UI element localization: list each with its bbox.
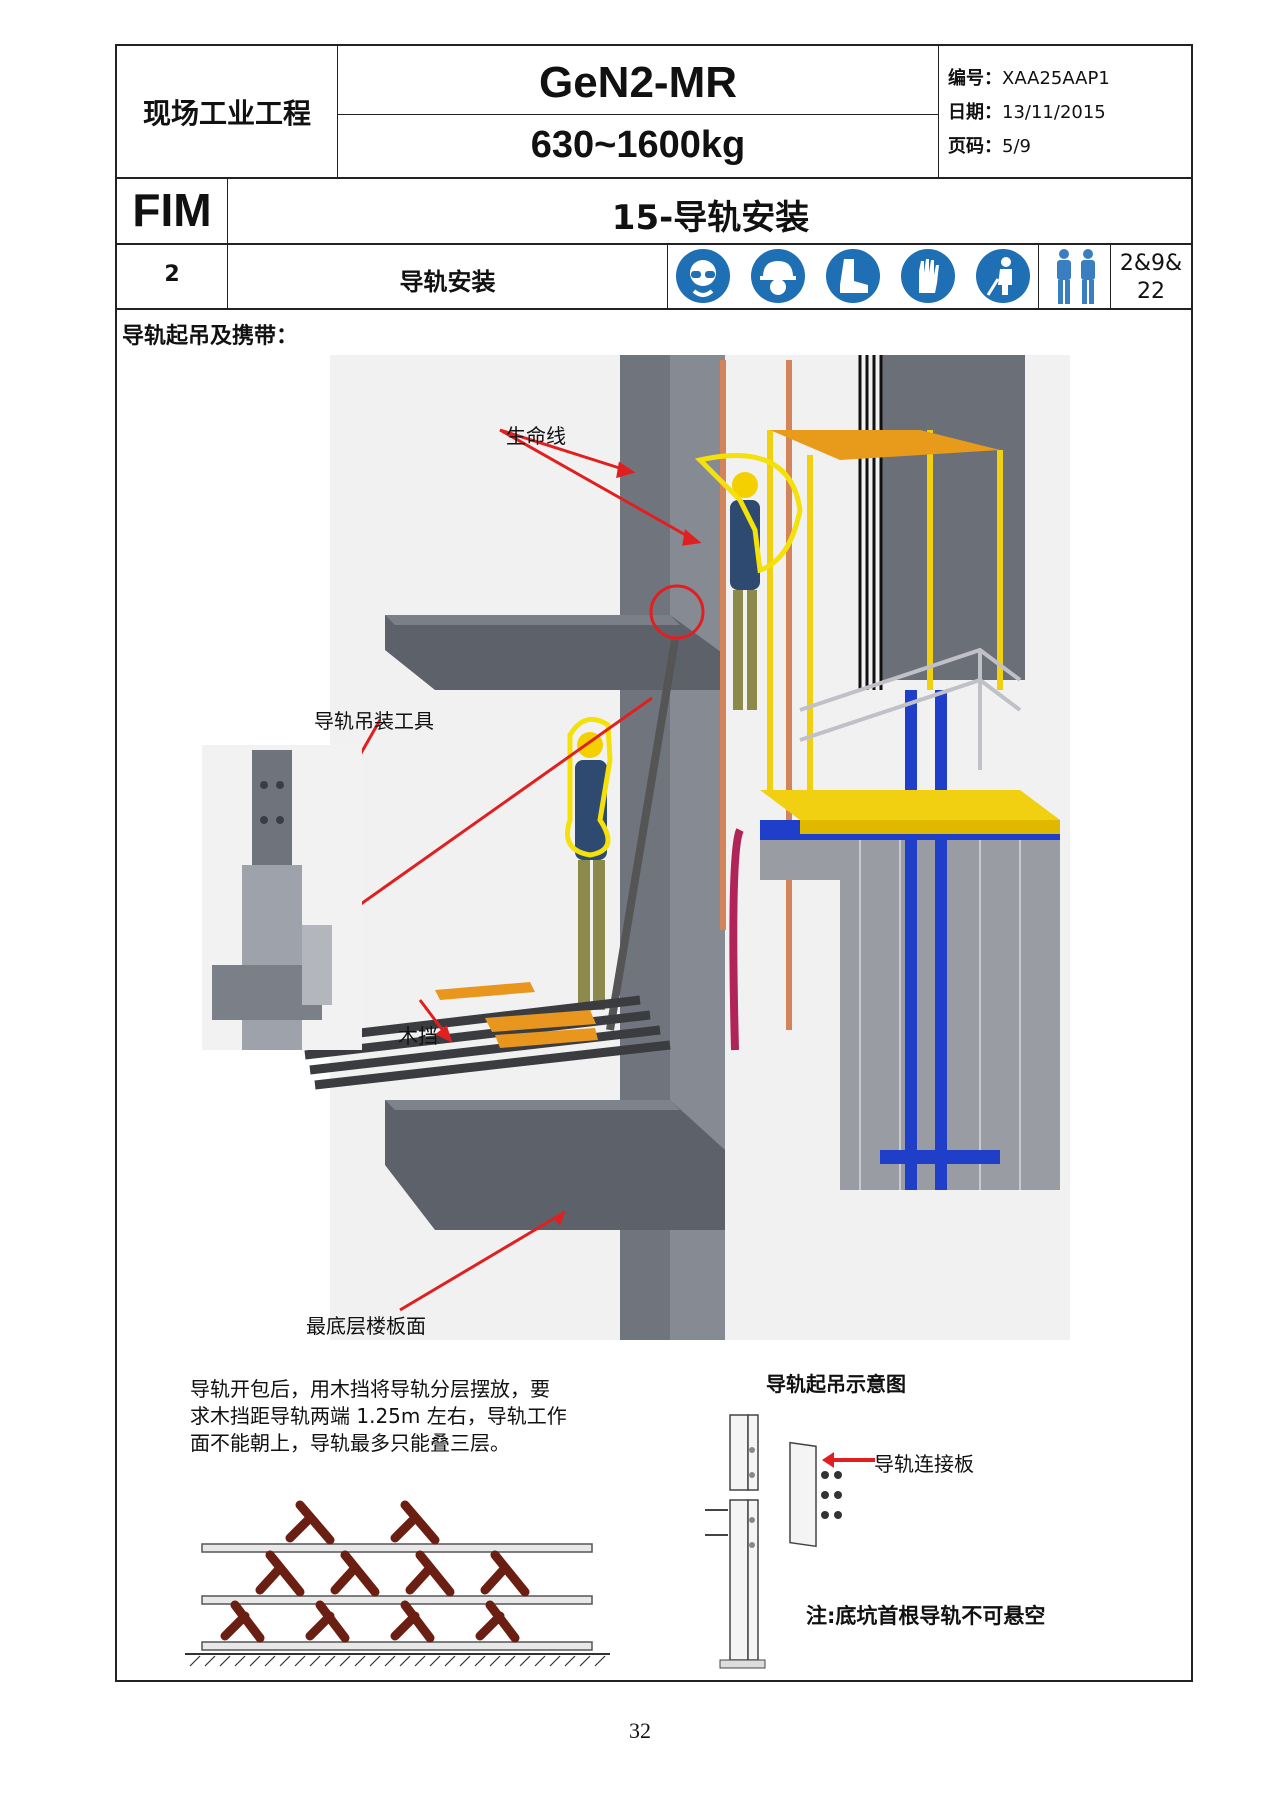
instruction-note: 导轨开包后，用木挡将导轨分层摆放，要 求木挡距导轨两端 1.25m 左右，导轨工… [190, 1376, 630, 1457]
shaft-illustration [277, 355, 1070, 1340]
date-value: 13/11/2015 [1002, 102, 1106, 123]
page-row: 页码：5/9 [948, 132, 1031, 158]
wood-block-3 [495, 1028, 598, 1048]
people-icon [1046, 246, 1106, 306]
gloves-icon [901, 249, 955, 303]
product-title: GeN2-MR [538, 58, 738, 107]
goggles-icon [676, 249, 730, 303]
page-number: 32 [629, 1718, 651, 1743]
doc-number: XAA25AAP1 [1002, 68, 1110, 89]
callout-lifting-tool: 导轨吊装工具 [314, 709, 434, 733]
connector-plate-label: 导轨连接板 [874, 1452, 974, 1476]
section-title: 15-导轨安装 [611, 198, 810, 238]
rail-joint-diagram [705, 1414, 875, 1669]
doc-number-row: 编号：XAA25AAP1 [948, 64, 1110, 90]
date-label: 日期： [948, 102, 1002, 123]
people-ref: 2&9& 22 [1111, 250, 1191, 306]
instruction-line-1: 导轨开包后，用木挡将导轨分层摆放，要 [190, 1377, 550, 1401]
callout-lifeline: 生命线 [506, 424, 566, 448]
pit-note: 注:底坑首根导轨不可悬空 [806, 1604, 1046, 1628]
people-ref-line-1: 2&9& [1119, 251, 1183, 276]
lifting-tool-detail [202, 745, 362, 1050]
section-code: FIM [132, 184, 212, 236]
step-title: 导轨安装 [399, 268, 496, 296]
callout-wood-block: 木挡 [398, 1024, 438, 1048]
company-name: 现场工业工程 [142, 97, 311, 130]
rail-stacking-diagram [185, 1500, 610, 1667]
lifeline-1 [720, 360, 726, 930]
harness-icon [976, 249, 1030, 303]
lifeline-2 [786, 360, 792, 1030]
helmet-icon [751, 249, 805, 303]
wood-block-2 [485, 1010, 596, 1032]
wood-block-1 [435, 982, 535, 1000]
page-label: 页码： [948, 136, 1002, 157]
people-ref-line-2: 22 [1137, 279, 1165, 304]
section-heading: 导轨起吊及携带： [122, 324, 299, 349]
date-row: 日期：13/11/2015 [948, 98, 1106, 124]
diagram-title: 导轨起吊示意图 [766, 1372, 906, 1396]
worker-on-platform [695, 453, 803, 710]
page-value: 5/9 [1002, 136, 1031, 157]
instruction-line-3: 面不能朝上，导轨最多只能叠三层。 [190, 1431, 510, 1455]
step-number: 2 [164, 262, 180, 287]
worker-on-floor [565, 716, 613, 1010]
product-capacity: 630~1600kg [530, 124, 746, 166]
callout-bottom-floor: 最底层楼板面 [306, 1314, 426, 1338]
instruction-line-2: 求木挡距导轨两端 1.25m 左右，导轨工作 [190, 1404, 567, 1428]
doc-number-label: 编号： [948, 68, 1002, 89]
safety-boots-icon [826, 249, 880, 303]
